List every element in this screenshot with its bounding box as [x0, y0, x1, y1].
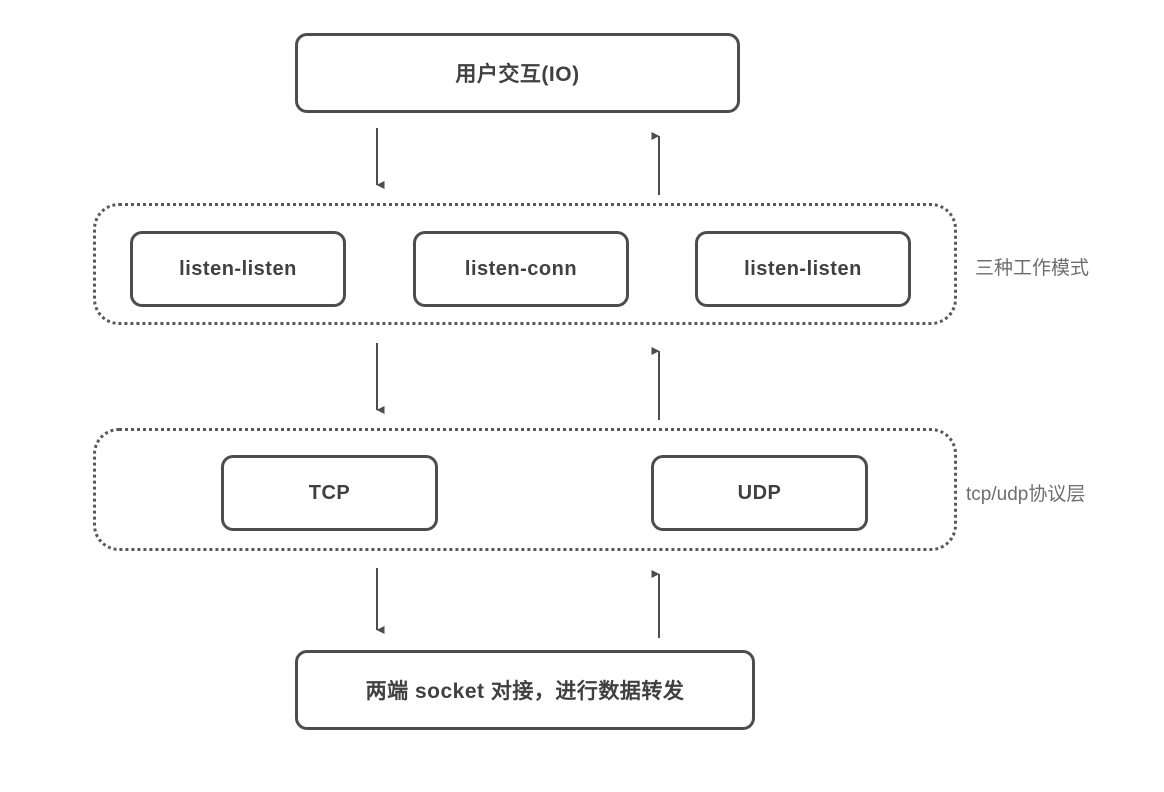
node-socket-forward: 两端 socket 对接，进行数据转发: [295, 650, 755, 730]
node-user-io-label: 用户交互(IO): [455, 63, 580, 86]
label-protocol-layer: tcp/udp协议层: [966, 484, 1086, 505]
node-user-io: 用户交互(IO): [295, 33, 740, 113]
node-listen-conn: listen-conn: [413, 231, 629, 307]
node-udp: UDP: [651, 455, 868, 531]
node-tcp-label: TCP: [308, 481, 351, 504]
node-udp-label: UDP: [737, 481, 782, 504]
node-listen-listen-2: listen-listen: [695, 231, 911, 307]
node-tcp: TCP: [221, 455, 438, 531]
node-listen-listen-2-label: listen-listen: [744, 257, 862, 280]
node-listen-conn-label: listen-conn: [464, 257, 578, 280]
group-working-modes: listen-listen listen-conn listen-listen: [93, 203, 957, 325]
node-listen-listen-1: listen-listen: [130, 231, 346, 307]
node-socket-forward-label: 两端 socket 对接，进行数据转发: [365, 680, 685, 703]
label-working-modes: 三种工作模式: [975, 258, 1090, 279]
group-protocol-layer: TCP UDP: [93, 428, 957, 551]
node-listen-listen-1-label: listen-listen: [179, 257, 297, 280]
